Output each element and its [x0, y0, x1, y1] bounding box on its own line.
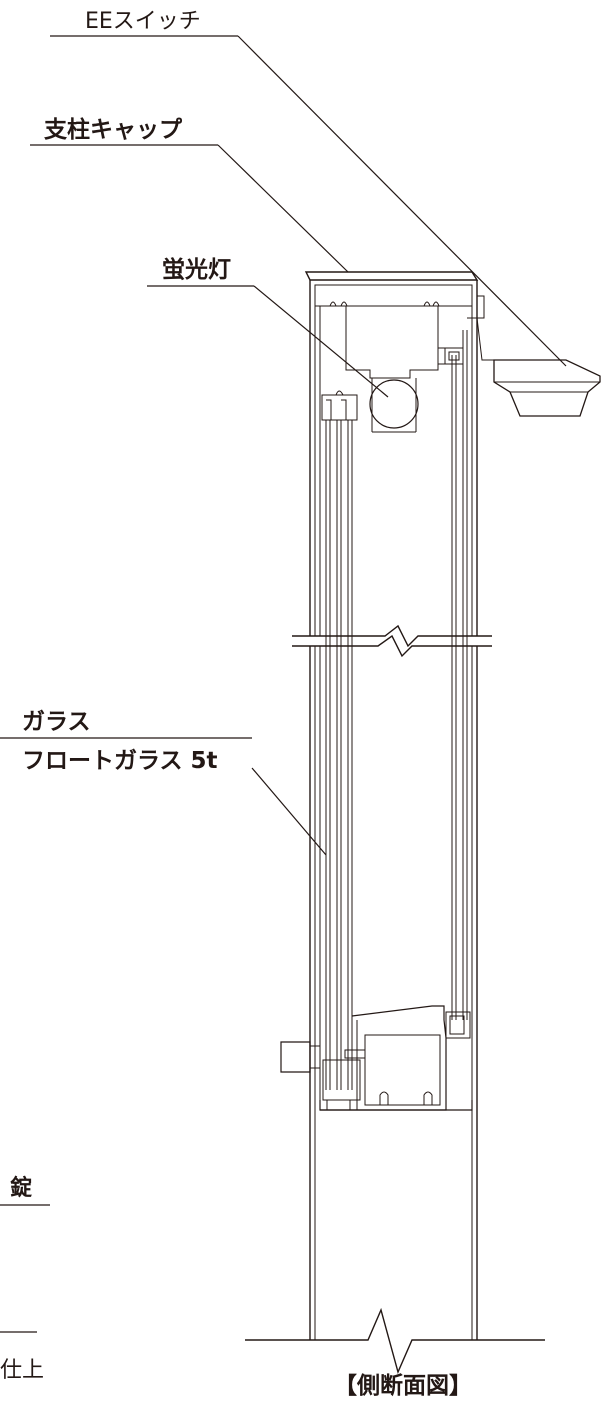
ee-switch-unit [467, 295, 601, 417]
label-group-lock: 錠 [0, 1175, 50, 1206]
fluorescent-lamp-tube [369, 379, 419, 429]
lamp-socket [371, 378, 417, 433]
leader-line-fluorescent-lamp [253, 285, 389, 398]
leader-line-ee-switch [237, 35, 567, 367]
post-body [245, 271, 601, 1375]
upper-glass-channel [321, 390, 358, 421]
label-finish: 仕上 [0, 1358, 44, 1383]
label-group-glass: ガラス フロートガラス 5t [0, 709, 327, 856]
label-fluorescent-lamp: 蛍光灯 [162, 256, 231, 283]
view-title: 【側断面図】 [334, 1372, 472, 1399]
ballast-box [345, 305, 439, 379]
leader-line-glass [251, 767, 327, 856]
break-line [292, 624, 492, 658]
label-group-fluorescent-lamp: 蛍光灯 [147, 256, 389, 398]
lock-cylinder [280, 1041, 366, 1073]
lower-frame [319, 1005, 473, 1111]
ballast-bracket [438, 347, 446, 365]
leader-line-post-cap [217, 144, 349, 273]
label-float-glass: フロートガラス 5t [22, 748, 218, 774]
top-frame-hook-right [423, 301, 440, 307]
label-glass: ガラス [22, 709, 91, 735]
top-frame [314, 284, 473, 307]
glass-panes [325, 420, 353, 1090]
ground-line [245, 1307, 545, 1375]
label-group-ee-switch: EEスイッチ [50, 9, 567, 367]
right-rails [444, 330, 471, 1039]
label-post-cap: 支柱キャップ [43, 117, 183, 143]
post-cap-shape [304, 271, 479, 281]
label-group-finish: 仕上 [0, 1331, 44, 1383]
lower-inner-box [364, 1034, 441, 1106]
top-frame-hook-left [329, 301, 348, 307]
label-lock: 錠 [10, 1175, 32, 1201]
label-group-post-cap: 支柱キャップ [30, 117, 349, 273]
label-ee-switch: EEスイッチ [85, 9, 201, 34]
